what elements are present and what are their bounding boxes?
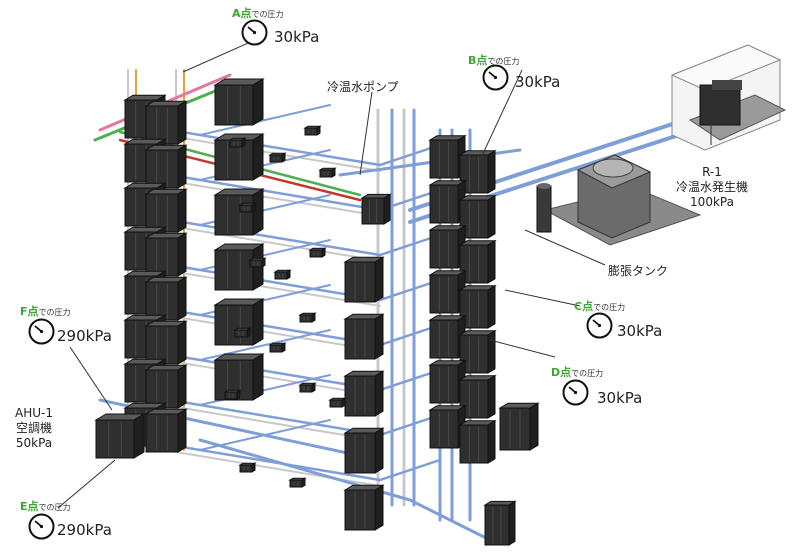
fan-coil-unit — [238, 202, 257, 213]
fan-coil-unit — [268, 342, 287, 353]
fan-coil-unit — [328, 397, 347, 408]
branch-pipe — [199, 104, 331, 136]
air-handling-unit — [144, 188, 188, 233]
chiller-label: R-1 冷温水発生機 100kPa — [672, 165, 752, 210]
pressure-point-d-value: 30kPa — [597, 389, 643, 407]
fan-coil-unit — [233, 327, 252, 338]
fan-coil-unit — [288, 477, 307, 488]
pressure-point-f-value: 290kPa — [57, 327, 112, 345]
air-handling-unit — [428, 314, 467, 359]
pressure-point-d-label: D点での圧力 — [551, 366, 604, 379]
chilled-water-pump — [360, 193, 392, 225]
air-handling-unit — [213, 188, 265, 236]
pressure-point-a-label: A点での圧力 — [232, 7, 284, 20]
fan-coil-unit — [298, 382, 317, 393]
air-handling-unit — [343, 256, 385, 303]
fan-coil-unit — [318, 167, 337, 178]
branch-pipe — [199, 329, 331, 361]
pressure-point-c-value: 30kPa — [617, 322, 663, 340]
pressure-gauge-icon — [586, 312, 613, 339]
pressure-point-e-value: 290kPa — [57, 521, 112, 539]
pressure-point-f-label: F点での圧力 — [20, 305, 71, 318]
expansion-tank — [536, 183, 552, 233]
fan-coil-unit — [298, 312, 317, 323]
fan-coil-unit — [223, 389, 242, 400]
chiller-enclosure — [670, 44, 787, 151]
air-handling-unit — [144, 276, 188, 321]
air-handling-unit — [343, 313, 385, 360]
fan-coil-unit — [268, 152, 287, 163]
pressure-point-e-label: E点での圧力 — [20, 500, 71, 513]
air-handling-unit — [498, 402, 540, 451]
air-handling-unit — [483, 500, 517, 546]
air-handling-unit — [343, 484, 385, 531]
pressure-point-a-value: 30kPa — [274, 28, 320, 46]
air-handling-unit — [144, 100, 188, 145]
chiller-id: R-1 — [702, 165, 722, 179]
air-handling-unit — [458, 419, 497, 464]
chilled-water-pump-label: 冷温水ポンプ — [327, 80, 399, 94]
chiller-pressure: 100kPa — [690, 195, 734, 209]
supply-pipe — [378, 458, 442, 482]
expansion-tank-label: 膨張タンク — [608, 264, 669, 278]
ahu-name: 空調機 — [15, 421, 52, 435]
fan-coil-unit — [248, 257, 267, 268]
air-handling-unit — [213, 78, 265, 126]
air-handling-unit — [458, 374, 497, 419]
pressure-point-b-value: 30kPa — [515, 73, 561, 91]
air-handling-unit — [428, 359, 467, 404]
air-handling-unit — [213, 243, 265, 291]
pressure-point-b-label: B点での圧力 — [468, 54, 520, 67]
pressure-point-c-label: C点での圧力 — [574, 300, 626, 313]
air-handling-unit — [213, 298, 265, 346]
fan-coil-unit — [228, 137, 247, 148]
air-handling-unit — [144, 232, 188, 277]
ahu-pressure: 50kPa — [15, 436, 53, 450]
air-handling-unit — [144, 144, 188, 189]
ahu-id: AHU-1 — [15, 406, 53, 420]
fan-coil-unit — [273, 269, 292, 280]
basement-pipe — [408, 498, 492, 542]
air-handling-unit — [458, 239, 497, 284]
air-handling-unit — [343, 370, 385, 417]
return-pipe — [139, 400, 381, 442]
pressure-gauge-icon — [562, 379, 589, 406]
equipment-units — [94, 78, 540, 546]
fan-coil-unit — [303, 125, 322, 136]
pressure-gauge-icon — [482, 64, 509, 91]
ahu-label: AHU-1 空調機 50kPa — [6, 406, 62, 451]
pressure-gauge-icon — [241, 19, 268, 46]
fan-coil-unit — [308, 247, 327, 258]
pressure-gauge-icon — [28, 513, 55, 540]
leader-lines — [57, 39, 712, 509]
ahu-1-unit — [94, 413, 146, 459]
air-handling-unit — [144, 408, 188, 453]
cooling-tower — [543, 154, 702, 246]
air-handling-unit — [343, 427, 385, 474]
pressure-gauge-icon — [28, 318, 55, 345]
fan-coil-unit — [238, 462, 257, 473]
air-handling-unit — [144, 320, 188, 365]
air-handling-unit — [144, 364, 188, 409]
chiller-name: 冷温水発生機 — [675, 180, 748, 194]
